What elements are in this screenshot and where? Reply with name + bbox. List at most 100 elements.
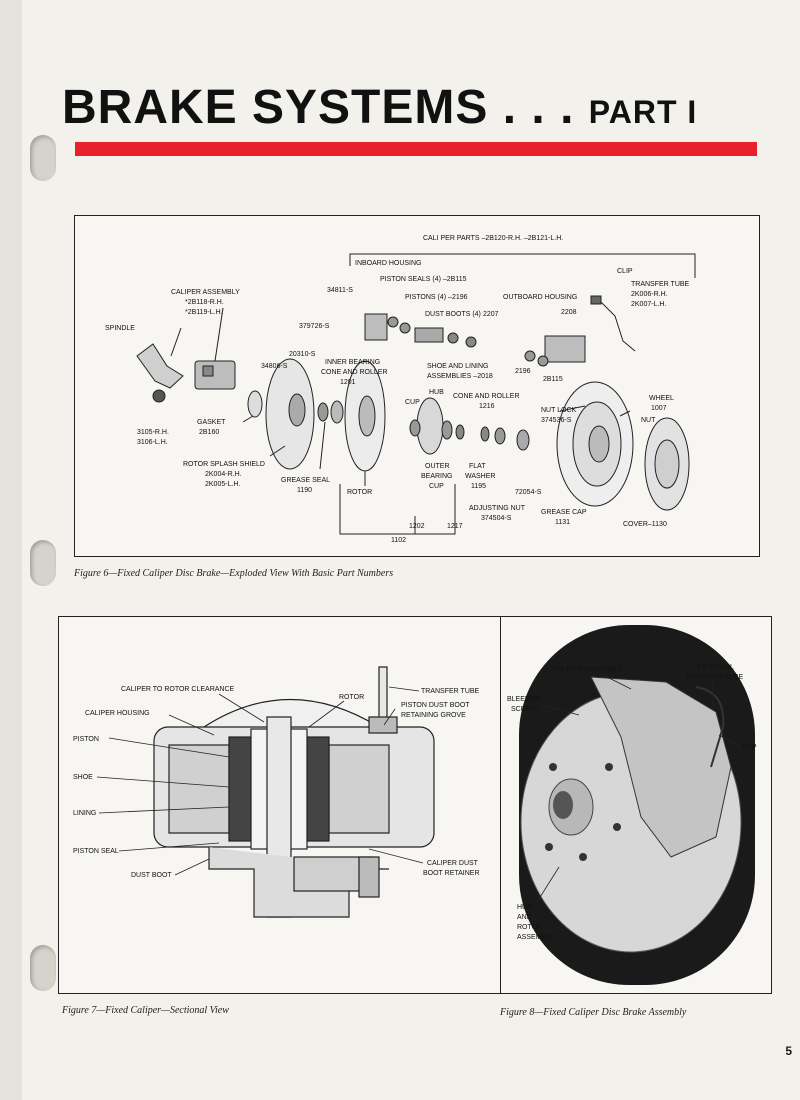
label-splash-3: 2K005-L.H.	[205, 481, 240, 488]
label-1102: 1102	[391, 537, 406, 544]
label-piston-seals: PISTON SEALS (4) –2B115	[380, 276, 467, 283]
label-rotor: ROTOR	[339, 694, 364, 701]
title-rule	[75, 142, 757, 156]
label-flat-washer-3: 1195	[471, 483, 486, 490]
label-spindle-rh: 3105-R.H.	[137, 429, 169, 436]
label-nut: NUT	[641, 417, 656, 424]
page-number: 5	[785, 1044, 792, 1058]
label-lining: LINING	[73, 810, 96, 817]
label-shoe-lining-2: ASSEMBLIES –2018	[427, 373, 493, 380]
label-hub: HUB	[429, 389, 444, 396]
label-ext-tube-1: EXTERNAL	[697, 664, 734, 671]
label-caliper-lh: *2B119-L.H.	[185, 309, 223, 316]
figure-6-exploded-view: CALI PER PARTS –2B120-R.H. –2B121-L.H. I…	[105, 235, 696, 544]
label-clip: CLIP	[741, 744, 757, 751]
label-379726: 379726-S	[299, 323, 330, 330]
label-gasket-1: GASKET	[197, 419, 226, 426]
figure-7-sectional-view: CALIPER TO ROTOR CLEARANCE ROTOR TRANSFE…	[73, 666, 480, 918]
label-clip: CLIP	[617, 268, 633, 275]
label-splash-1: ROTOR SPLASH SHIELD	[183, 461, 265, 468]
label-wheel-2: 1007	[651, 405, 667, 412]
label-shoe: SHOE	[73, 774, 93, 781]
label-gasket-2: 2B160	[199, 429, 219, 436]
page-edge	[0, 0, 22, 1100]
figure-7-caption: Figure 7—Fixed Caliper—Sectional View	[62, 1005, 229, 1016]
label-2208: 2208	[561, 309, 577, 316]
label-shoe-lining-1: SHOE AND LINING	[427, 363, 488, 370]
title-part: PART I	[588, 94, 698, 130]
label-34811: 34811-S	[327, 287, 353, 294]
label-grease-cap-1: GREASE CAP	[541, 509, 587, 516]
figure-8-frame: CALIPER ASSEMBLY EXTERNAL TRANSFER TUBE …	[500, 616, 772, 994]
title-main: BRAKE SYSTEMS . . .	[62, 81, 575, 134]
label-flat-washer-2: WASHER	[465, 473, 495, 480]
label-bleeder-2: SCREW	[511, 706, 537, 713]
label-outboard-housing: OUTBOARD HOUSING	[503, 294, 577, 301]
label-20310: 20310-S	[289, 351, 316, 358]
figure-8-assembly-photo: CALIPER ASSEMBLY EXTERNAL TRANSFER TUBE …	[507, 625, 757, 985]
label-boot-retainer-1: CALIPER DUST	[427, 860, 479, 867]
label-transfer-lh: 2K007-L.H.	[631, 301, 666, 308]
label-grease-cap-2: 1131	[555, 519, 570, 526]
figure-6-frame: CALI PER PARTS –2B120-R.H. –2B121-L.H. I…	[74, 215, 760, 557]
label-flat-washer-1: FLAT	[469, 463, 486, 470]
label-rotor: ROTOR	[347, 489, 372, 496]
label-boot-groove-1: PISTON DUST BOOT	[401, 702, 470, 709]
label-cone-roller-1: CONE AND ROLLER	[453, 393, 520, 400]
label-hub-4: ASSEMBLY	[517, 934, 555, 941]
label-cone-roller-2: 1216	[479, 403, 495, 410]
label-transfer-tube: TRANSFER TUBE	[421, 688, 480, 695]
label-caliper-assembly: CALIPER ASSEMBLY	[171, 289, 240, 296]
label-splash-2: 2K004-R.H.	[205, 471, 242, 478]
label-clearance: CALIPER TO ROTOR CLEARANCE	[121, 686, 235, 693]
label-boot-groove-2: RETAINING GROVE	[401, 712, 466, 719]
label-1217: 1217	[447, 523, 463, 530]
label-spindle: SPINDLE	[105, 325, 135, 332]
label-boot-retainer-2: BOOT RETAINER	[423, 870, 480, 877]
label-bleeder-1: BLEEDER	[507, 696, 540, 703]
label-piston-seal: PISTON SEAL	[73, 848, 119, 855]
binder-hole	[30, 135, 56, 181]
label-2196: 2196	[515, 368, 531, 375]
page-title: BRAKE SYSTEMS . . . PART I	[62, 80, 697, 135]
figure-6-caption: Figure 6—Fixed Caliper Disc Brake—Explod…	[74, 568, 394, 579]
label-piston: PISTON	[73, 736, 99, 743]
label-pistons: PISTONS (4) –2196	[405, 294, 468, 301]
label-wheel-1: WHEEL	[649, 395, 674, 402]
label-inboard-housing: INBOARD HOUSING	[355, 260, 422, 267]
label-caliper-assembly: CALIPER ASSEMBLY	[553, 666, 622, 673]
label-dust-boots-num: 2207	[483, 311, 499, 318]
label-ext-tube-2: TRANSFER TUBE	[685, 674, 744, 681]
label-transfer-tube: TRANSFER TUBE	[631, 281, 690, 288]
figure-8-caption: Figure 8—Fixed Caliper Disc Brake Assemb…	[500, 1007, 687, 1018]
label-inner-bearing-3: 1201	[340, 379, 356, 386]
label-72054: 72054-S	[515, 489, 542, 496]
label-caliper-housing: CALIPER HOUSING	[85, 710, 150, 717]
label-grease-seal-2: 1190	[297, 487, 312, 494]
label-cover: COVER–1130	[623, 521, 667, 528]
figure-7-frame: CALIPER TO ROTOR CLEARANCE ROTOR TRANSFE…	[58, 616, 502, 994]
label-outer-cup-1: OUTER	[425, 463, 450, 470]
label-inner-bearing-1: INNER BEARING	[325, 359, 380, 366]
label-adjusting-nut-1: ADJUSTING NUT	[469, 505, 526, 512]
label-cup: CUP	[405, 399, 420, 406]
label-transfer-rh: 2K006-R.H.	[631, 291, 668, 298]
binder-hole	[30, 540, 56, 586]
label-1202: 1202	[409, 523, 425, 530]
label-grease-seal-1: GREASE SEAL	[281, 477, 330, 484]
label-hub-3: ROTOR	[517, 924, 542, 931]
label-hub-1: HUB	[517, 904, 532, 911]
label-nut-lock-2: 374536-S	[541, 417, 572, 424]
label-outer-cup-3: CUP	[429, 483, 444, 490]
label-caliper-rh: *2B118-R.H.	[185, 299, 224, 306]
label-caliper-parts: CALI PER PARTS –2B120-R.H. –2B121-L.H.	[423, 235, 563, 242]
label-inner-bearing-2: CONE AND ROLLER	[321, 369, 388, 376]
label-spindle-lh: 3106-L.H.	[137, 439, 168, 446]
label-nut-lock-1: NUT LOCK	[541, 407, 577, 414]
binder-hole	[30, 945, 56, 991]
label-2b115: 2B115	[543, 376, 563, 383]
label-adjusting-nut-2: 374504-S	[481, 515, 512, 522]
label-hub-2: AND	[517, 914, 532, 921]
label-outer-cup-2: BEARING	[421, 473, 453, 480]
label-dust-boot: DUST BOOT	[131, 872, 172, 879]
